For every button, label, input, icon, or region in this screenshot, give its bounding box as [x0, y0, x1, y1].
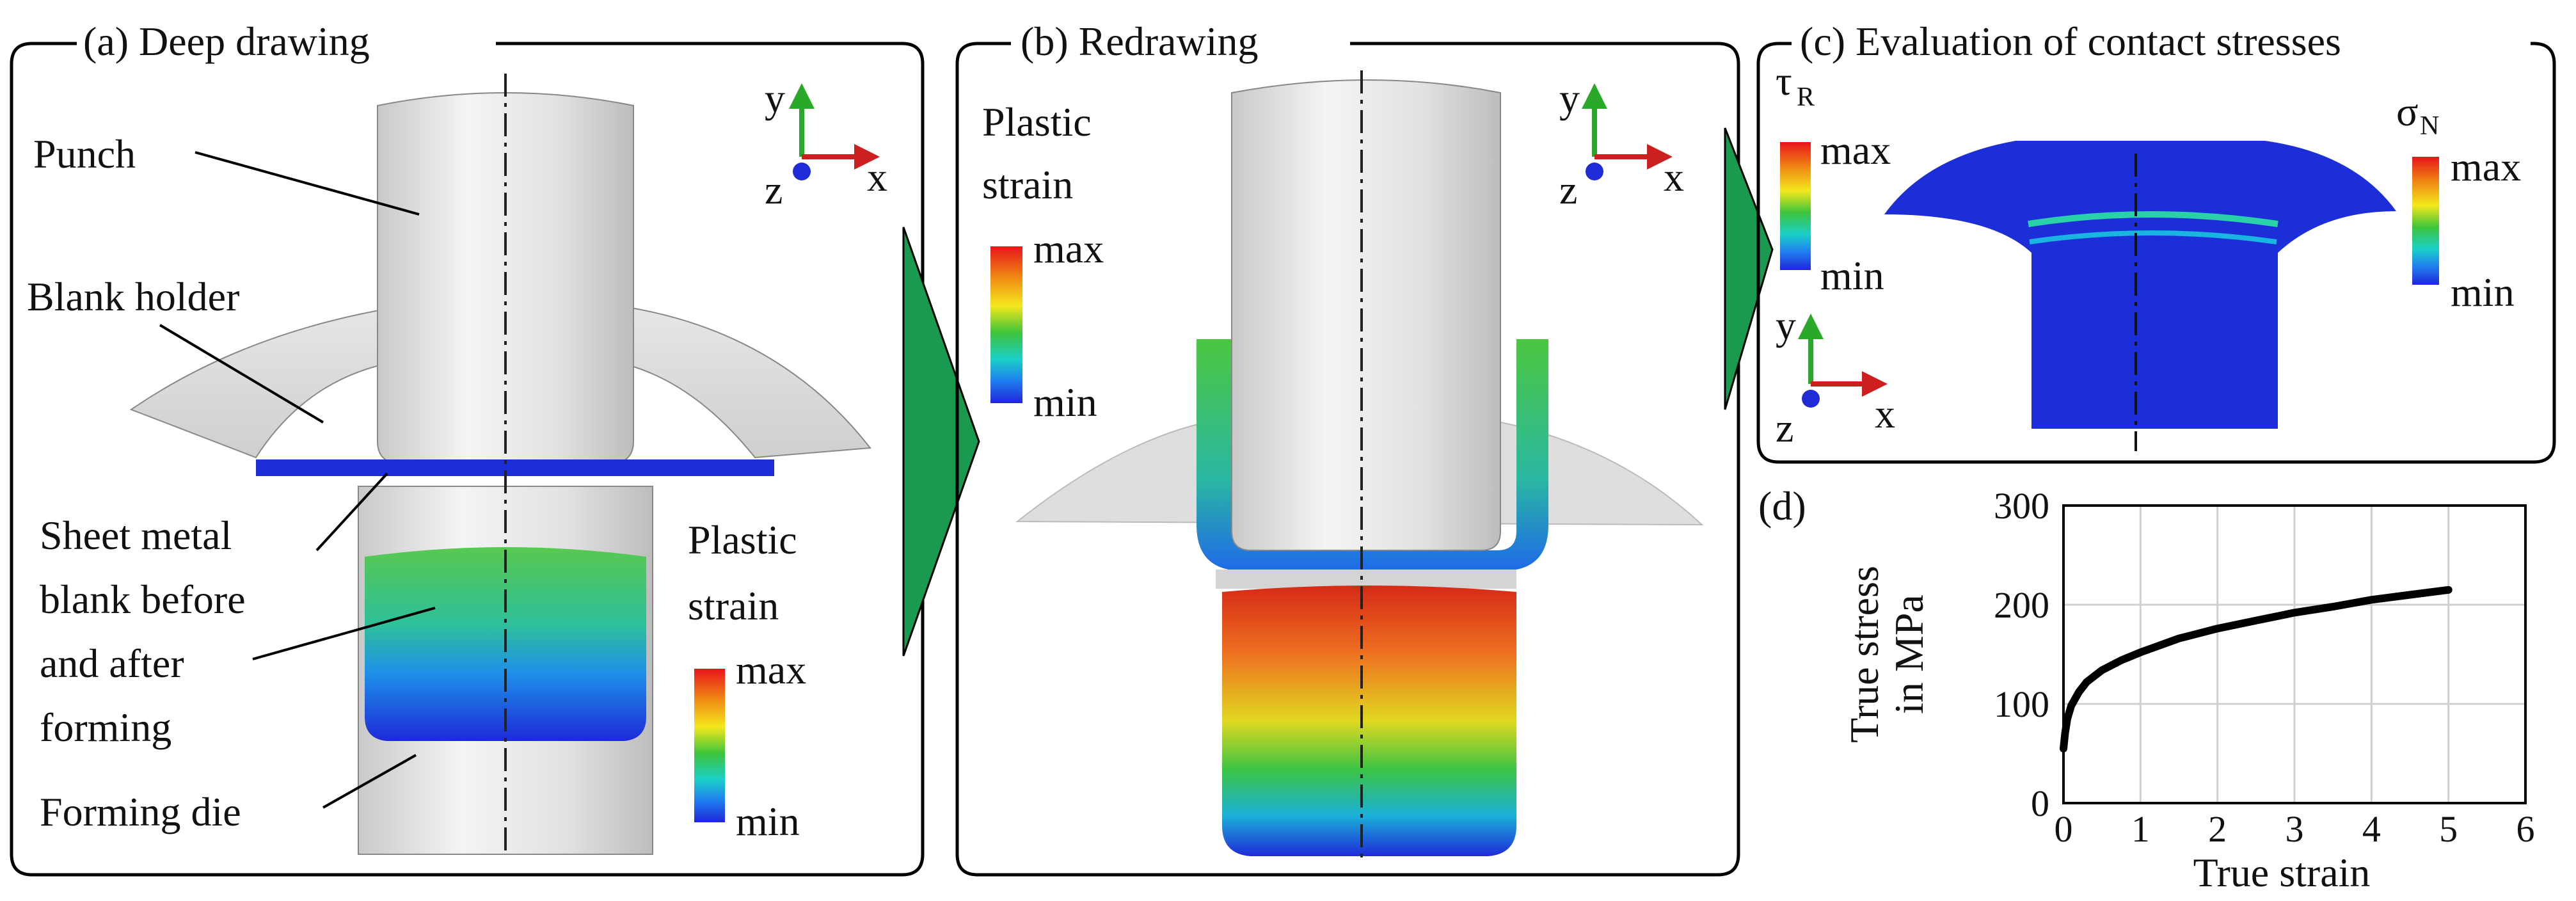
panel-b-frame: [955, 42, 1740, 877]
panel-b: (b) Redrawing Plastic strain max min y x…: [955, 19, 1740, 877]
legend-b-min: min: [1033, 379, 1097, 425]
legend-c-left-symbol: τ: [1776, 58, 1792, 104]
axis-triad-a: y x z: [765, 76, 887, 212]
x-tick-label: 1: [2131, 808, 2150, 850]
axis-triad-c: y x z: [1776, 303, 1895, 450]
plot-frame: [2062, 504, 2527, 804]
label-sheet-line3: and after: [40, 641, 184, 686]
x-axis-label: True strain: [2193, 850, 2371, 895]
series-line-0: [2060, 586, 2453, 753]
label-sheet-line4: forming: [40, 705, 171, 750]
legend-c-left-max: max: [1820, 127, 1891, 173]
y-tick-label: 0: [2031, 783, 2049, 824]
axis-z-label-b: z: [1559, 167, 1577, 212]
panel-a-title: (a) Deep drawing: [83, 19, 370, 64]
axis-z-dot-b: [1586, 163, 1603, 180]
redrawn-cup-shape: [1222, 586, 1516, 856]
legend-c-right-subscript: N: [2420, 111, 2439, 141]
panel-c: (c) Evaluation of contact stresses τ R m…: [1756, 19, 2556, 464]
contact-surface-shape: [1884, 141, 2396, 429]
label-punch: Punch: [33, 131, 136, 177]
legend-b-title-line1: Plastic: [982, 99, 1092, 145]
axis-y-label-a: y: [765, 76, 785, 121]
axis-z-label-a: z: [765, 167, 783, 212]
y-tick-label: 200: [1994, 584, 2049, 626]
y-axis-label-line2: in MPa: [1886, 594, 1932, 714]
axis-z-label-c: z: [1776, 405, 1793, 450]
legend-c-right-colorbar: [2412, 157, 2439, 285]
leader-sheet-2: [252, 607, 436, 660]
x-tick-label: 6: [2516, 808, 2535, 850]
legend-c-left-min: min: [1820, 253, 1884, 298]
label-forming-die: Forming die: [40, 789, 241, 834]
legend-c-left-colorbar: [1780, 142, 1811, 270]
axis-x-label-a: x: [867, 154, 887, 200]
legend-c-right-max: max: [2451, 144, 2521, 189]
process-arrow-1: [902, 227, 980, 657]
punch-b-shape: [1231, 79, 1501, 551]
leader-punch: [195, 151, 420, 216]
axis-z-dot-c: [1802, 390, 1820, 408]
legend-c-right-min: min: [2451, 269, 2515, 315]
legend-b-title-line2: strain: [982, 162, 1073, 207]
legend-b-max: max: [1033, 226, 1104, 271]
sheet-blank-flat: [256, 459, 774, 476]
axis-x-label-b: x: [1664, 154, 1684, 200]
x-tick-label: 2: [2208, 808, 2227, 850]
x-tick-label: 3: [2286, 808, 2304, 850]
legend-c-right-symbol: σ: [2396, 89, 2419, 134]
process-arrow-2: [1724, 127, 1774, 410]
y-axis-label-line1: True stress: [1841, 566, 1887, 743]
panel-a: (a) Deep drawing Punch Blank holder Shee…: [10, 19, 925, 877]
axis-x-label-c: x: [1875, 391, 1895, 436]
legend-a-colorbar: [694, 669, 725, 822]
y-tick-label: 300: [1994, 485, 2049, 527]
panel-d-label: (d): [1758, 483, 1806, 529]
legend-b-colorbar: [990, 246, 1022, 403]
legend-c-left-subscript: R: [1797, 83, 1815, 112]
x-tick-label: 0: [2055, 808, 2073, 850]
leader-sheet-1: [315, 472, 388, 552]
label-sheet-line2: blank before: [40, 577, 246, 622]
legend-a-title-line1: Plastic: [688, 517, 797, 562]
panel-b-title: (b) Redrawing: [1021, 19, 1258, 64]
contact-ring-2: [2029, 230, 2277, 244]
leader-blank-holder: [159, 324, 324, 424]
legend-a-min: min: [736, 799, 800, 844]
contact-ring-1: [2028, 211, 2278, 227]
label-blank-holder: Blank holder: [27, 274, 239, 319]
axis-triad-b: y x z: [1559, 76, 1684, 212]
die-neck-b: [1216, 570, 1516, 589]
axis-y-label-c: y: [1776, 303, 1796, 348]
panel-a-frame: [10, 42, 925, 877]
blank-holder-shape: [129, 307, 871, 459]
leader-forming-die: [322, 754, 417, 809]
legend-a-title-line2: strain: [688, 583, 779, 628]
y-tick-label: 100: [1994, 683, 2049, 725]
x-tick-label: 5: [2439, 808, 2458, 850]
panel-c-frame: [1756, 42, 2556, 464]
panel-c-title: (c) Evaluation of contact stresses: [1800, 19, 2341, 64]
label-sheet-line1: Sheet metal: [40, 513, 232, 558]
legend-a-max: max: [736, 647, 806, 692]
axis-z-dot-a: [793, 163, 811, 180]
axis-y-label-b: y: [1559, 76, 1580, 121]
x-tick-label: 4: [2362, 808, 2381, 850]
